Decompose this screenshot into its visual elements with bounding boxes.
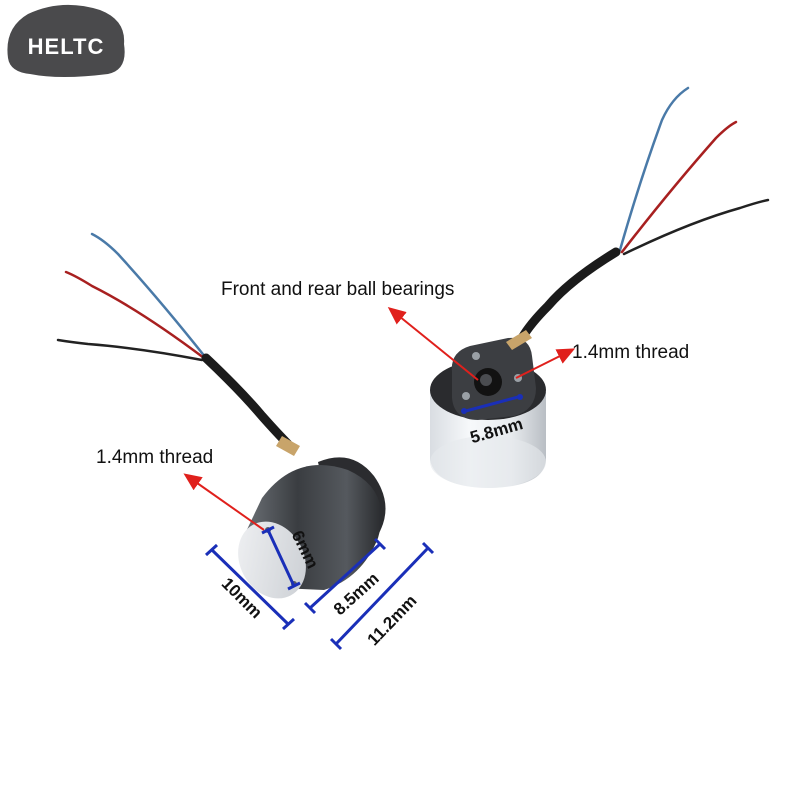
left-motor-face — [238, 521, 306, 599]
right-screw-hole-left — [462, 392, 470, 400]
right-red-wire — [620, 120, 738, 254]
left-motor-wires — [56, 232, 293, 449]
label-bearings: Front and rear ball bearings — [221, 279, 455, 300]
arrow-to-bearings — [387, 306, 479, 381]
left-motor — [238, 436, 386, 599]
left-blue-wire — [90, 232, 208, 360]
dim-label-11-2: 11.2mm — [364, 591, 421, 649]
left-red-wire — [64, 270, 206, 360]
arrow-to-thread-left — [183, 473, 265, 531]
right-annotation-arrows — [387, 306, 576, 381]
right-connector — [506, 330, 532, 350]
left-sheath — [201, 353, 293, 449]
left-connector — [276, 436, 300, 456]
right-blue-wire — [618, 86, 690, 252]
logo-badge — [7, 4, 125, 78]
arrow-to-thread-right — [515, 348, 576, 379]
right-black-wire — [622, 198, 770, 256]
label-thread-left: 1.4mm thread — [96, 447, 214, 468]
right-bearing-hub — [480, 374, 492, 386]
left-annotation-arrow — [183, 473, 265, 531]
logo-text: HELTC — [28, 34, 105, 59]
left-black-wire — [56, 338, 204, 362]
right-motor — [430, 330, 546, 488]
right-motor-wires — [517, 86, 770, 343]
right-motor-bottom — [430, 436, 546, 488]
right-screw-hole-top — [472, 352, 480, 360]
label-thread-right: 1.4mm thread — [572, 342, 690, 363]
brand-logo: HELTC — [7, 4, 125, 78]
right-sheath — [517, 247, 621, 343]
